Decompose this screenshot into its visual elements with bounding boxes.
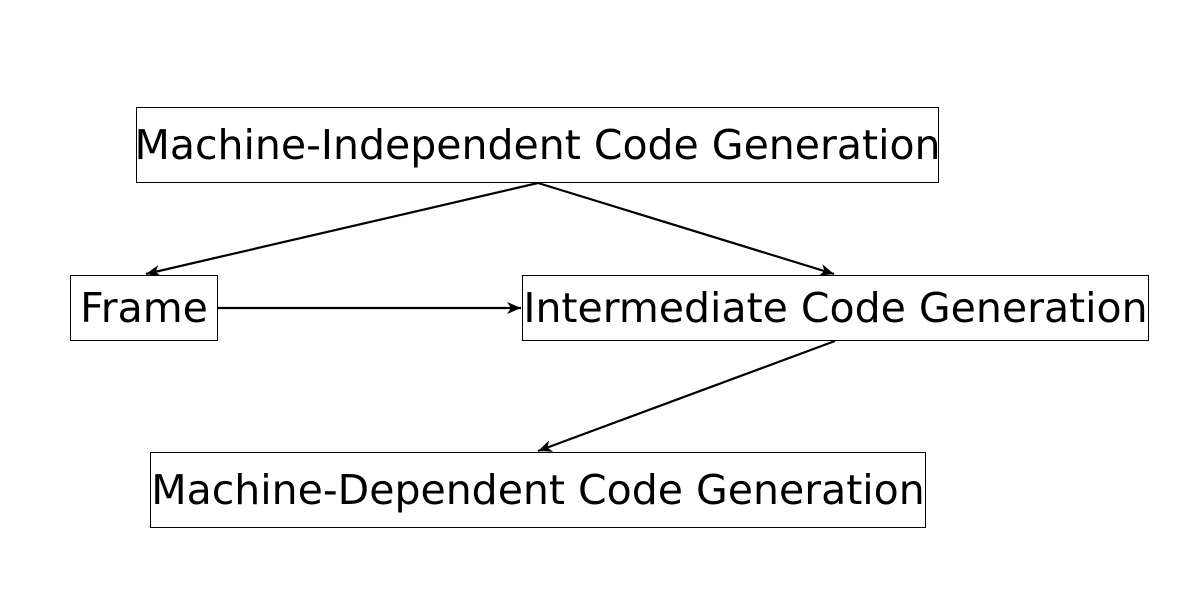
node-intermediate-code-generation: Intermediate Code Generation <box>522 275 1149 341</box>
edge-intermediate-to-machine-dependent <box>537 339 836 453</box>
node-label: Machine-Dependent Code Generation <box>151 466 925 514</box>
node-label: Frame <box>80 284 208 332</box>
node-label: Machine-Independent Code Generation <box>136 121 939 169</box>
node-machine-dependent-code-generation: Machine-Dependent Code Generation <box>150 452 926 528</box>
edge-machine-independent-to-frame <box>145 181 539 277</box>
node-machine-independent-code-generation: Machine-Independent Code Generation <box>136 107 939 183</box>
node-label: Intermediate Code Generation <box>523 284 1148 332</box>
edge-machine-independent-to-intermediate <box>537 181 835 276</box>
node-frame: Frame <box>70 275 218 341</box>
